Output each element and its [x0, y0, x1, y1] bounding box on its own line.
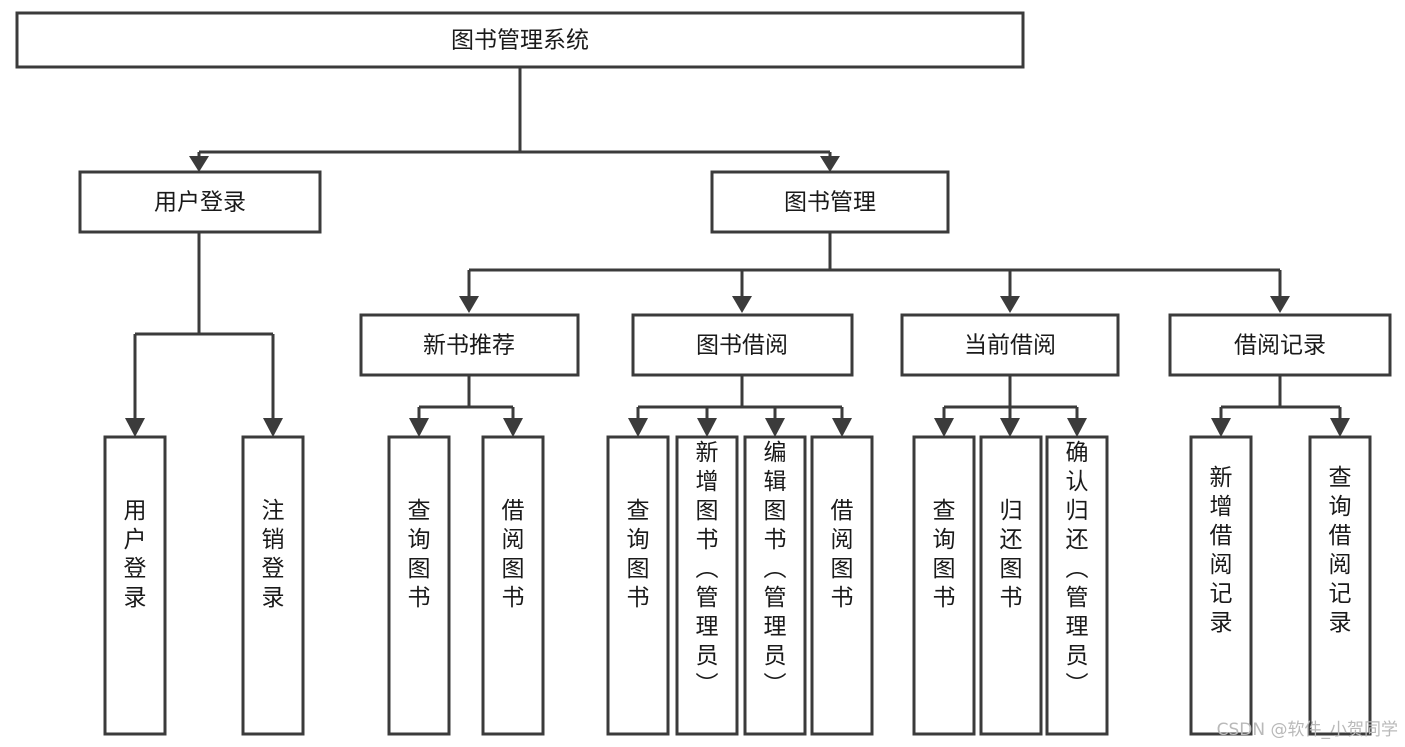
node-box[interactable] — [481, 435, 545, 736]
leaf-node-confirm-return-admin[interactable]: 确认归还︵管理员︶ — [1045, 435, 1109, 736]
node-box[interactable] — [1045, 435, 1109, 736]
node-box[interactable] — [979, 435, 1043, 736]
node-label: 图书借阅 — [696, 333, 788, 359]
arrow-newbook-leaf-2 — [503, 418, 523, 437]
connector-layer — [125, 67, 1350, 437]
node-box[interactable] — [631, 313, 854, 377]
arrow-borrow-leaf-3 — [765, 418, 785, 437]
leaf-node-query-borrow-record[interactable]: 查询借阅记录 — [1308, 435, 1372, 736]
node-borrowing-records[interactable]: 借阅记录 — [1168, 313, 1392, 377]
leaf-node-add-book-admin[interactable]: 新增图书︵管理员︶ — [675, 435, 739, 736]
arrow-current-leaf-2 — [1000, 418, 1020, 437]
node-label: 图书管理系统 — [451, 28, 589, 54]
node-box[interactable] — [900, 313, 1120, 377]
arrow-borrow-leaf-1 — [628, 418, 648, 437]
node-box[interactable] — [359, 313, 580, 377]
node-label: 用户登录 — [124, 498, 147, 611]
arrow-records-leaf-1 — [1211, 418, 1231, 437]
arrow-to-book-manage — [820, 156, 840, 172]
node-new-book-recommendation[interactable]: 新书推荐 — [359, 313, 580, 377]
node-label: 新增借阅记录 — [1210, 465, 1233, 636]
arrow-records-leaf-2 — [1330, 418, 1350, 437]
node-label: 当前借阅 — [964, 333, 1056, 359]
node-box[interactable] — [1308, 435, 1372, 736]
node-box[interactable] — [710, 170, 950, 234]
leaf-node-borrow-book[interactable]: 借阅图书 — [810, 435, 874, 736]
node-box[interactable] — [241, 435, 305, 736]
node-label: 查询图书 — [933, 498, 956, 611]
arrow-borrow-leaf-4 — [832, 418, 852, 437]
node-box[interactable] — [15, 11, 1025, 69]
node-label: 编辑图书︵管理员︶ — [764, 440, 787, 698]
leaf-node-query-book-borrow[interactable]: 查询图书 — [606, 435, 670, 736]
node-box[interactable] — [1189, 435, 1253, 736]
leaf-node-return-book[interactable]: 归还图书 — [979, 435, 1043, 736]
node-book-management[interactable]: 图书管理 — [710, 170, 950, 234]
leaf-node-borrow-book-newbook[interactable]: 借阅图书 — [481, 435, 545, 736]
node-label: 新书推荐 — [423, 333, 515, 359]
arrow-borrow-leaf-2 — [697, 418, 717, 437]
node-current-borrowing[interactable]: 当前借阅 — [900, 313, 1120, 377]
node-label: 用户登录 — [154, 190, 246, 216]
node-label: 借阅图书 — [831, 498, 854, 611]
node-box[interactable] — [912, 435, 976, 736]
leaf-node-logout[interactable]: 注销登录 — [241, 435, 305, 736]
node-user-login[interactable]: 用户登录 — [78, 170, 322, 234]
node-box[interactable] — [78, 170, 322, 234]
leaf-node-query-book-current[interactable]: 查询图书 — [912, 435, 976, 736]
node-label: 新增图书︵管理员︶ — [696, 440, 719, 698]
leaf-node-add-borrow-record[interactable]: 新增借阅记录 — [1189, 435, 1253, 736]
node-box[interactable] — [103, 435, 167, 736]
arrow-current-leaf-1 — [934, 418, 954, 437]
node-label: 查询图书 — [627, 498, 650, 611]
node-label: 图书管理 — [784, 190, 876, 216]
arrow-to-current-borrow — [1000, 296, 1020, 313]
node-label: 查询借阅记录 — [1329, 465, 1352, 636]
node-label: 借阅记录 — [1234, 333, 1326, 359]
leaf-node-edit-book-admin[interactable]: 编辑图书︵管理员︶ — [743, 435, 807, 736]
leaf-node-user-login[interactable]: 用户登录 — [103, 435, 167, 736]
node-box[interactable] — [387, 435, 451, 736]
node-label: 注销登录 — [262, 498, 285, 611]
arrow-to-leaf-logout — [263, 418, 283, 437]
node-label: 归还图书 — [1000, 498, 1023, 611]
node-box[interactable] — [606, 435, 670, 736]
node-label: 借阅图书 — [502, 498, 525, 611]
node-box[interactable] — [743, 435, 807, 736]
node-root-book-management-system[interactable]: 图书管理系统 — [15, 11, 1025, 69]
node-box[interactable] — [810, 435, 874, 736]
arrow-to-borrow-records — [1270, 296, 1290, 313]
node-box[interactable] — [1168, 313, 1392, 377]
arrow-newbook-leaf-1 — [409, 418, 429, 437]
csdn-watermark: CSDN @软件_小贺同学 — [1217, 720, 1398, 740]
arrow-to-book-borrow — [732, 296, 752, 313]
node-label: 查询图书 — [408, 498, 431, 611]
node-box[interactable] — [675, 435, 739, 736]
leaf-node-query-book-newbook[interactable]: 查询图书 — [387, 435, 451, 736]
arrow-to-leaf-user-login — [125, 418, 145, 437]
arrow-to-user-login — [189, 156, 209, 172]
arrow-to-new-book-rec — [459, 296, 479, 313]
node-book-borrowing[interactable]: 图书借阅 — [631, 313, 854, 377]
arrow-current-leaf-3 — [1067, 418, 1087, 437]
node-label: 确认归还︵管理员︶ — [1066, 440, 1089, 698]
